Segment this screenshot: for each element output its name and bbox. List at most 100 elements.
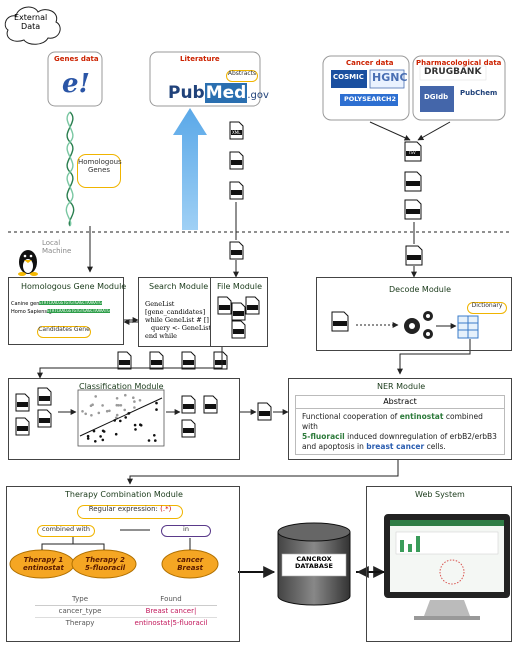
search-code-4: end while [145,332,178,340]
pubmed-gov: .gov [247,90,269,101]
scatter-point [134,428,137,431]
regex-pill: Regular expression: (.*) [77,505,183,519]
scatter-point [91,403,94,407]
regex-value: (.*) [160,505,172,513]
scatter-point [81,410,84,413]
tsv-doc-file [405,245,423,266]
scatter-point [154,439,157,442]
web-system-module: Web System [366,486,512,642]
genes-title: Genes data [54,55,99,63]
combined-with-pill: combined with [37,525,95,537]
abstract-text-b: combined with [302,412,483,431]
abstract-text: Functional cooperation of entinostat com… [302,412,500,452]
ner-title: NER Module [377,382,426,391]
abstract-text-c: induced downregulation of erbB2/erbB3 [344,432,497,441]
ensembl-logo: e! [62,69,90,99]
row0-found: Breast cancer| [145,607,197,615]
human-seq: GTATCAACGGTGTGTGAGCTAAAATG [47,308,110,314]
search-code-2: while GeneList # [] do [145,316,220,324]
dgidb-logo [420,86,454,112]
cosmic-logo [331,70,367,88]
classification-module: Classification Module [8,378,240,460]
canine-seq: GTATCAACGGTGTGTGAGCTAAAATG [39,300,102,306]
scatter-point [124,393,127,397]
dictionary-table-icon [457,315,479,339]
xml-doc-file [229,241,244,260]
abstract-text-e: cells. [424,442,446,451]
table-header: Type Found [35,595,217,606]
decode-module: Decode Module Dictionary [316,277,512,351]
scatter-point [101,438,105,442]
scatter-point [84,412,87,416]
abstract-text-a: Functional cooperation of [302,412,400,421]
scatter-points [81,393,158,443]
therapy1-label: Therapy 1 entinostat [23,556,64,572]
monitor-icon [384,514,510,620]
results-table: Type Found cancer_type Breast cancer| Th… [35,595,217,629]
dgidb-label: DGIdb [424,93,449,101]
literature-title: Literature [180,55,220,63]
header-found: Found [160,595,182,603]
scatter-point [124,416,127,419]
scatter-point [133,423,137,427]
cosmic-label: COSMIC [333,73,364,81]
upload-arrow [173,108,207,230]
search-title: Search Module [149,282,209,291]
homologous-genes-tag: Homologous Genes [77,154,122,188]
scatter-point [94,395,97,398]
scatter-point [94,440,97,443]
xml-label: XML [232,130,241,135]
scatter-point [90,414,93,417]
scatter-point [115,403,119,407]
scatter-point [119,419,122,423]
scatter-point [115,413,119,417]
ner-input-doc [257,402,272,421]
ner-module: NER Module Abstract Functional cooperati… [288,378,512,460]
scatter-point [108,409,111,413]
abstract-title: Abstract [296,396,504,409]
homologous-title: Homologous Gene Module [21,282,127,291]
therapy-title: Therapy Combination Module [65,490,183,499]
drugbank-logo [419,65,487,81]
scatter-point [92,429,96,433]
polysearch-logo [340,94,398,106]
database-label: CANCROX DATABASE [295,555,333,571]
scatter-point [97,411,101,415]
scatter-point [119,404,123,407]
web-title: Web System [415,490,465,499]
scatter-point [123,408,126,412]
gears-icon [404,311,433,339]
external-data-cloud [4,6,61,45]
pharma-title: Pharmacological data [416,59,502,67]
scatter-point [117,404,120,407]
scatter-point [99,435,102,438]
search-code-1: [gene_candidates] [145,308,206,316]
pubmed-logo: PubMed.gov [168,83,269,103]
cancrox-database [277,522,351,606]
pubchem-logo [458,86,498,104]
decode-title: Decode Module [389,285,452,294]
tsv-label: TSV [408,150,416,155]
hgnc-logo [369,69,405,89]
header-type: Type [71,595,89,603]
cancer-title: Cancer data [346,59,394,67]
search-code-0: GeneList [145,300,175,308]
polysearch-label: POLYSEARCH2 [344,95,397,103]
abstracts-tag: Abstracts [226,70,258,82]
scatter-point [153,434,156,437]
scatter-point [139,423,142,427]
scatter-point [155,401,158,405]
linux-penguin-icon [18,250,38,276]
drug2-entity: 5-fluoracil [302,432,345,441]
xml-row-docs [117,351,228,370]
scatter-point [86,434,90,438]
scatter-point [114,432,118,436]
pubmed-med: Med [204,83,248,103]
pubchem-label: PubChem [460,89,498,97]
dictionary-tag: Dictionary [467,302,507,314]
canine-row-label: Canine gene: [11,301,45,307]
dna-helix-icon [65,111,75,227]
scatter-point [133,400,136,403]
row1-found: entinostat|5-fluoracil [134,619,208,627]
